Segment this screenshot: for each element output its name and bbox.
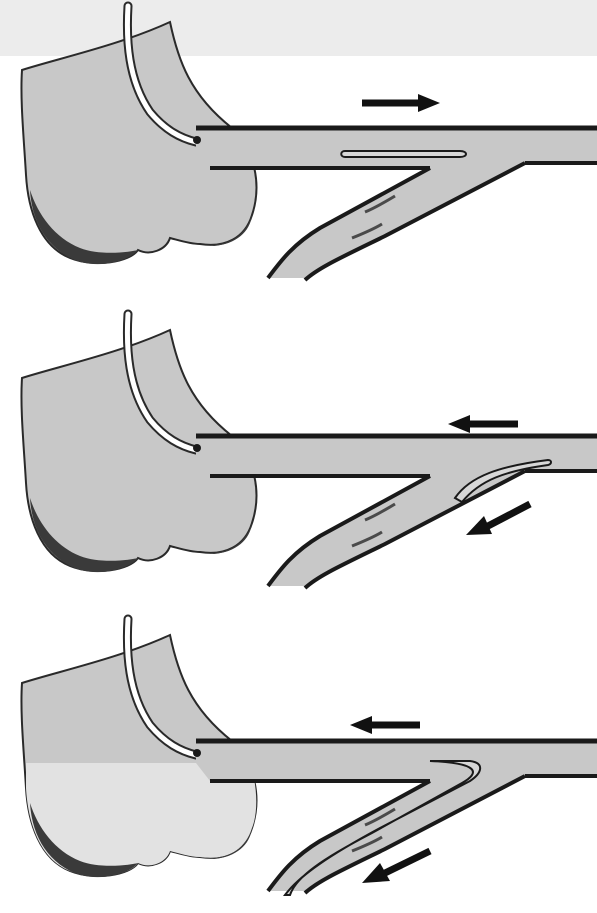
flow-arrow-left bbox=[448, 415, 518, 433]
diagram-panel-3 bbox=[0, 613, 597, 913]
panel-2-drawing bbox=[0, 308, 597, 608]
flow-arrow-left bbox=[350, 716, 420, 734]
diagram-panel-2 bbox=[0, 308, 597, 608]
panel-1-drawing bbox=[0, 0, 597, 300]
diagram-panel-1 bbox=[0, 0, 597, 300]
main-duct bbox=[196, 436, 597, 586]
flow-arrow-right bbox=[362, 94, 440, 112]
guide-wire bbox=[341, 151, 466, 157]
flow-arrow-down-left bbox=[466, 504, 530, 535]
panel-3-drawing bbox=[0, 613, 597, 913]
